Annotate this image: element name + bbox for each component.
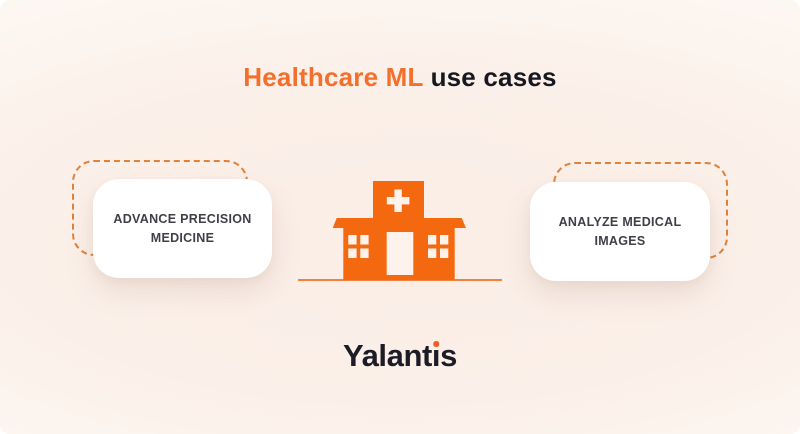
logo-text-pre: Yalant: [343, 338, 432, 373]
title-highlight: Healthcare ML: [243, 62, 424, 92]
feature-card-label: ANALYZE MEDICAL IMAGES: [558, 214, 682, 248]
feature-card-label: ADVANCE PRECISION MEDICINE: [113, 211, 252, 245]
feature-card-analyze-medical-images: ANALYZE MEDICAL IMAGES: [530, 182, 710, 281]
logo-letter-i: ı: [431, 338, 441, 374]
page-title: Healthcare ML use cases: [0, 62, 800, 93]
logo-text-post: s: [440, 338, 457, 373]
hospital-building-icon: [298, 181, 502, 281]
logo-i-dot-icon: [433, 341, 439, 347]
feature-card-advance-precision-medicine: ADVANCE PRECISION MEDICINE: [93, 179, 272, 278]
logo-i-stem: ı: [431, 338, 441, 373]
title-rest: use cases: [423, 62, 557, 92]
